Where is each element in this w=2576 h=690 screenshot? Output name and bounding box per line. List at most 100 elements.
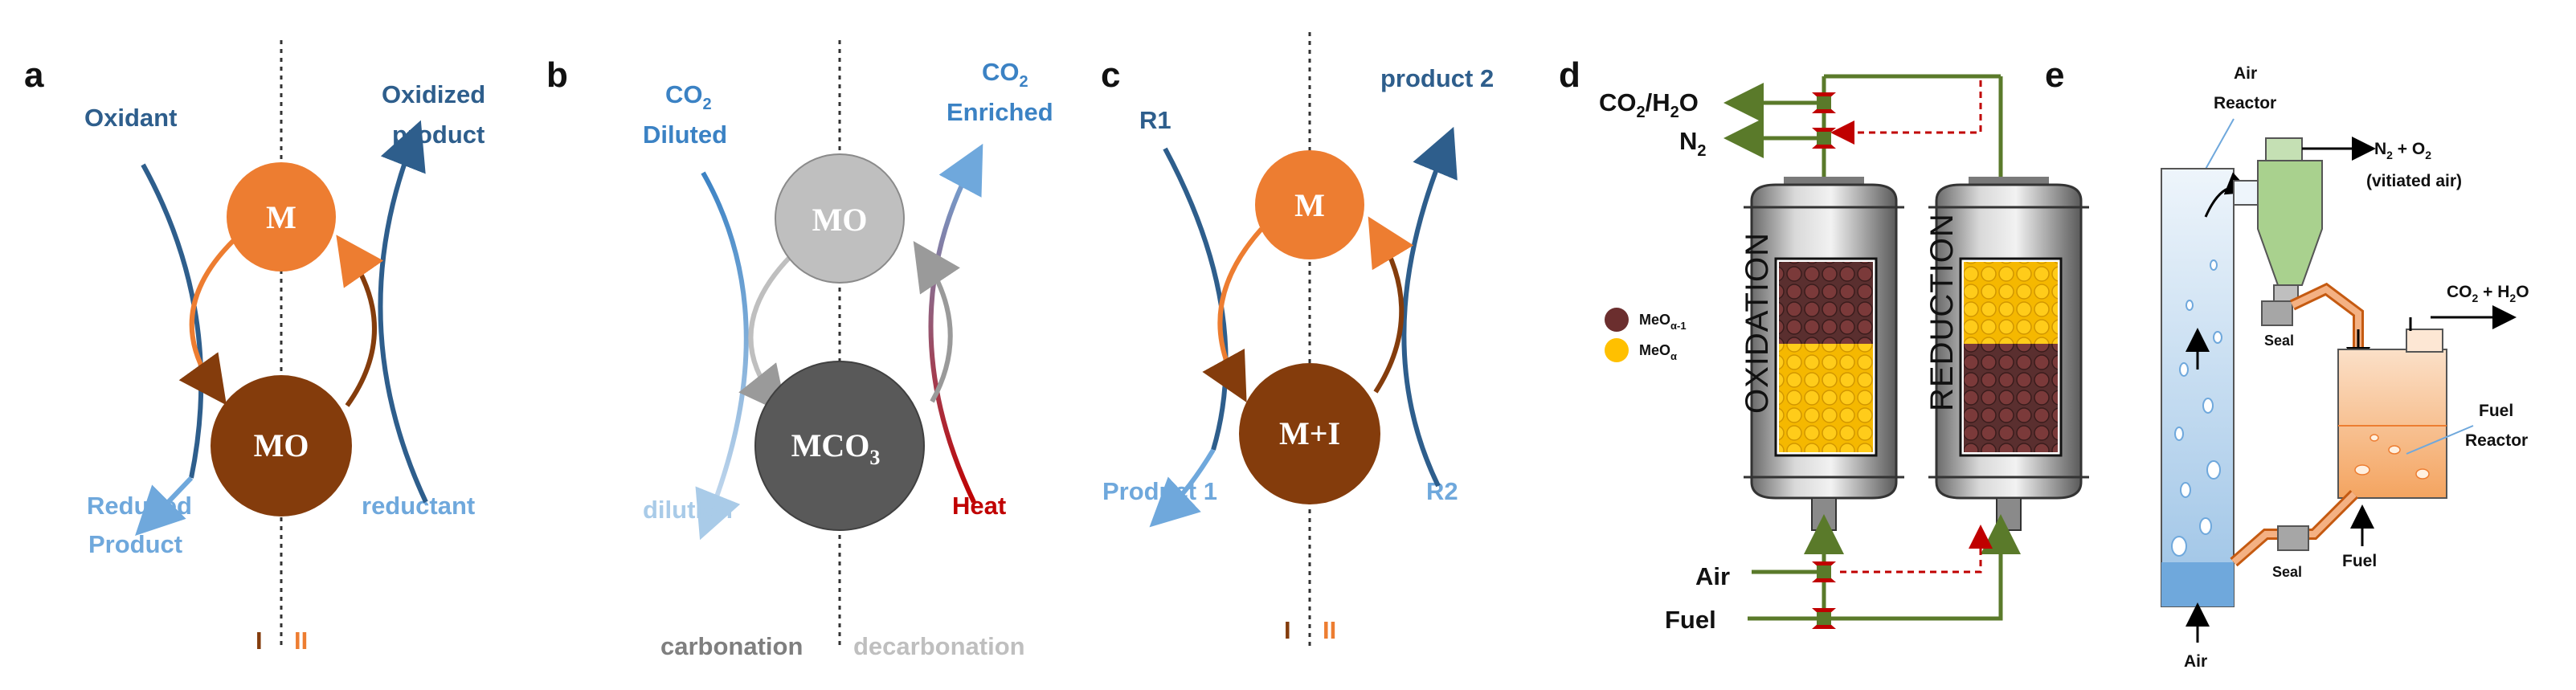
valve-top-2-body [1817, 132, 1831, 145]
r2-flow-arrow [1401, 126, 1458, 488]
carbonation-label: carbonation [660, 632, 803, 660]
valve-bottom-2-body [1817, 612, 1831, 625]
decarbonation-curve-arrow [913, 241, 960, 403]
fuel-bubbles [2354, 434, 2430, 480]
c-right-curve-arrow [1368, 216, 1414, 394]
carbonate-circle-b [754, 361, 925, 531]
vitiated-air-label: (vitiated air) [2366, 172, 2462, 190]
legend-reduced-label: MeOα-1 [1639, 312, 1687, 332]
r2-label: R2 [1426, 477, 1458, 505]
cyclone-body [2257, 160, 2323, 286]
oxidation-curve-arrow [178, 239, 235, 406]
intermediate-label-c: M+I [1279, 415, 1340, 451]
panel-b-letter: b [546, 55, 568, 95]
panel-d: d CO2/H2O N2 Air Fuel MeOα-1 MeOα [1559, 55, 2089, 634]
reduced-flow-arrow [135, 476, 194, 536]
valve-top-1-body [1817, 96, 1831, 109]
panel-e: e Air Reactor Air N2 + O2 (vitiated air)… [2045, 55, 2529, 671]
oxide-label-a: MO [254, 427, 309, 463]
legend-oxidized-dot [1605, 338, 1629, 362]
oxide-label-b: MO [812, 202, 868, 238]
metal-label-a: M [266, 199, 296, 235]
fuel-reactor-label-2: Reactor [2465, 431, 2528, 450]
co2-diluted-label: CO2 [665, 80, 712, 113]
fuel-reactor-vessel [2337, 349, 2447, 499]
air-reactor-label-1: Air [2234, 64, 2257, 83]
bottom-seal-box [2277, 525, 2309, 551]
co2-h2o-outlet-label: CO2/H2O [1599, 88, 1699, 121]
heat-flow-arrow [928, 143, 983, 504]
reduced-label-2: Product [88, 530, 182, 558]
air-reactor-label-2: Reactor [2214, 94, 2276, 112]
decarbonation-label: decarbonation [853, 632, 1025, 660]
r1-label: R1 [1139, 106, 1171, 134]
product-1-label: Product 1 [1102, 477, 1217, 505]
heat-label: Heat [952, 492, 1006, 520]
oxide-circle-b [775, 153, 905, 284]
r1-flow-arrow [1163, 147, 1229, 451]
reduction-reduced-bed [1964, 344, 2058, 452]
oxidation-outlet-stub [1811, 497, 1837, 531]
reductant-label: reductant [362, 492, 475, 520]
panel-e-letter: e [2045, 55, 2064, 95]
top-loop-seal-fill [2291, 285, 2361, 353]
oxide-circle-a [211, 375, 352, 516]
air-inlet-label: Air [1695, 562, 1730, 590]
panel-a-letter: a [24, 55, 44, 95]
fuel-inlet-pipe [1748, 514, 2021, 621]
air-inlet-label-e: Air [2184, 652, 2207, 671]
enriched-label: Enriched [947, 98, 1053, 126]
c-left-curve-arrow [1202, 227, 1264, 403]
dilution-label: dilution [643, 496, 733, 524]
reduction-vessel: REDUCTION [1924, 177, 2089, 531]
metal-circle-c [1255, 150, 1364, 259]
reduction-curve-arrow [336, 235, 384, 407]
panel-c-letter: c [1101, 55, 1120, 95]
air-reactor-bottom-bed [2161, 562, 2234, 606]
n2-o2-label: N2 + O2 [2374, 140, 2431, 161]
fuel-inlet-label-e: Fuel [2342, 552, 2377, 570]
zone-1-label-c: I [1284, 616, 1291, 644]
reduction-outlet-stub [1996, 497, 2022, 531]
intermediate-circle-c [1239, 363, 1380, 504]
reduction-oxidized-bed [1964, 262, 2058, 344]
top-seal-label: Seal [2264, 333, 2294, 349]
bottom-seal-label: Seal [2272, 564, 2302, 580]
switch-line-top [1830, 80, 1982, 145]
fuel-inlet-label: Fuel [1665, 606, 1716, 634]
oxidized-label-1: Oxidized [382, 80, 485, 108]
zone-1-label-a: I [256, 627, 263, 655]
metal-circle-a [227, 162, 336, 272]
top-seal-box [2261, 300, 2293, 326]
fuel-reactor-pointer [2406, 425, 2474, 455]
cyclone-outlet [2265, 137, 2303, 163]
diluted-label: Diluted [643, 120, 727, 149]
n2-outlet-label: N2 [1679, 127, 1707, 160]
oxidized-label-2: product [392, 120, 485, 149]
zone-2-label-a: II [294, 627, 308, 655]
co2-h2o-label-e: CO2 + H2O [2447, 283, 2529, 304]
metal-label-c: M [1294, 187, 1325, 223]
zone-2-label-c: II [1323, 616, 1336, 644]
product-1-flow-arrow [1149, 448, 1216, 528]
reductant-flow-arrow [378, 120, 428, 504]
dilution-flow-arrow [695, 171, 749, 541]
carbonation-curve-arrow [738, 253, 794, 415]
fuel-reactor-label-1: Fuel [2479, 402, 2513, 420]
oxidation-oxidized-bed [1779, 344, 1873, 452]
legend-oxidized-label: MeOα [1639, 342, 1677, 362]
panel-d-letter: d [1559, 55, 1580, 95]
oxidation-reduced-bed [1779, 262, 1873, 344]
fuel-reactor-outlet [2406, 329, 2443, 353]
carbonate-label-b: MCO3 [791, 427, 881, 469]
switch-line-bottom [1840, 525, 1993, 574]
panel-b: b CO2 Diluted CO2 Enriched MO MCO3 dilut… [546, 40, 1053, 660]
reduction-vessel-label: REDUCTION [1924, 213, 1960, 411]
oxidant-label: Oxidant [84, 104, 177, 132]
air-reactor-riser [2161, 168, 2235, 607]
legend-reduced-dot [1605, 308, 1629, 332]
co2-enriched-label: CO2 [982, 58, 1028, 91]
panel-c: c R1 product 2 Product 1 R2 M M+I I II [1101, 32, 1494, 647]
riser-bubbles [2171, 259, 2222, 557]
